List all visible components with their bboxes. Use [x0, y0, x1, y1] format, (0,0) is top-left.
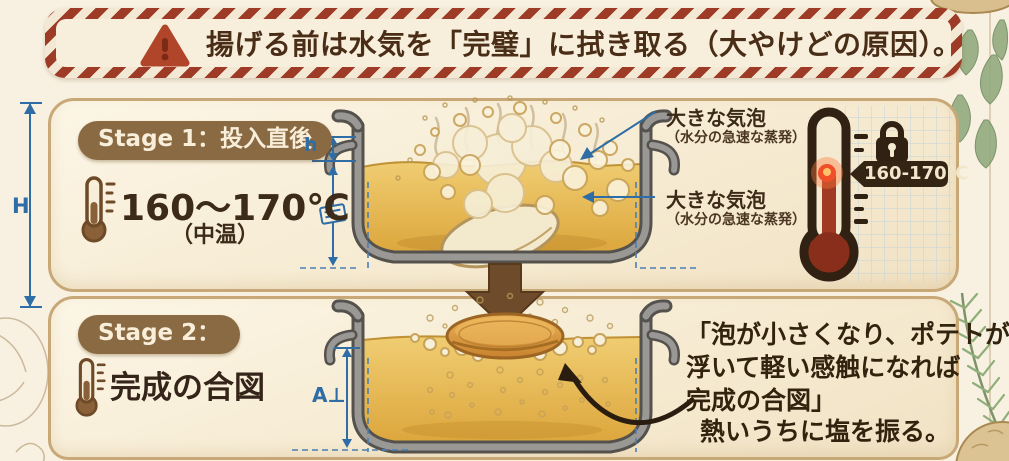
quote-line-2: 浮いて軽い感触になれば	[686, 353, 961, 382]
warning-text: 揚げる前は水気を「完璧」に拭き取る（大やけどの原因）。	[206, 28, 962, 61]
stage2-title: 完成の合図	[110, 370, 265, 406]
warning-banner: 揚げる前は水気を「完璧」に拭き取る（大やけどの原因）。	[45, 8, 962, 78]
salt-note: 熱いうちに塩を振る。	[700, 417, 951, 446]
bubble-label-1-subtitle: （水分の急速な蒸発）	[666, 130, 806, 146]
temperature-lock-badge-text: 160-170℃	[864, 163, 969, 184]
stage2-badge: Stage 2：	[78, 315, 241, 354]
stage1-badge: Stage 1：投入直後	[78, 121, 333, 160]
dimension-label-H: H	[12, 194, 30, 218]
quote-line-3: 完成の合図」	[686, 386, 837, 415]
dimension-label-h: h	[304, 134, 318, 156]
warning-banner-inner: 揚げる前は水気を「完璧」に拭き取る（大やけどの原因）。	[56, 19, 962, 67]
warning-triangle-icon	[140, 24, 190, 67]
quote-line-1: 「泡が小さくなり、ポテトが	[686, 320, 1009, 349]
bubble-label-2-title: 大きな気泡	[666, 188, 766, 212]
potato-decoration-bottom	[955, 421, 1009, 461]
completion-quote: 「泡が小さくなり、ポテトが 浮いて軽い感触になれば 完成の合図」	[686, 318, 1009, 417]
dimension-label-A: A⊥	[312, 383, 346, 407]
thermometer-icon	[81, 176, 116, 243]
thermometer-icon-2	[75, 357, 106, 417]
temperature-value: 160〜170℃	[120, 188, 350, 229]
temperature-note: （中温）	[170, 223, 259, 248]
potato-sketch-decoration	[0, 317, 49, 461]
bubble-label-1-title: 大きな気泡	[666, 106, 766, 130]
bubble-label-2-subtitle: （水分の急速な蒸発）	[666, 212, 806, 228]
